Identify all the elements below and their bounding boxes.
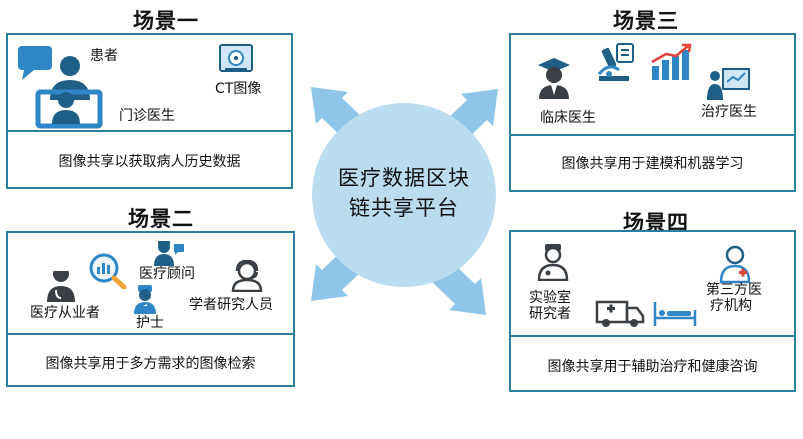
hub-label-line-1: 医疗数据区块 xyxy=(338,166,470,190)
graduate-doctor-icon xyxy=(538,58,570,99)
scene-1-caption: 图像共享以获取病人历史数据 xyxy=(58,154,241,170)
scene-2-divider xyxy=(8,333,293,335)
scene-3-panel: 图像共享用于建模和机器学习 xyxy=(509,33,796,192)
nurse-label: 护士 xyxy=(136,315,164,331)
blockchain-platform-hub xyxy=(312,103,496,287)
scene-3-caption: 图像共享用于建模和机器学习 xyxy=(561,156,744,172)
third-party-institution-label-line-2: 疗机构 xyxy=(710,298,752,314)
practitioner-icon xyxy=(47,266,75,302)
medical-consultant-label: 医疗顾问 xyxy=(139,266,195,282)
consultant-icon xyxy=(154,241,184,266)
scene-3-divider xyxy=(511,134,794,136)
microscope-icon xyxy=(597,43,634,81)
third-party-institution-label-line-1: 第三方医 xyxy=(706,282,762,298)
presenter-board-icon xyxy=(707,68,750,100)
lab-researcher-label-line-2: 研究者 xyxy=(529,306,571,322)
medical-practitioner-label: 医疗从业者 xyxy=(30,305,100,321)
scene-4-caption: 图像共享用于辅助治疗和健康咨询 xyxy=(547,359,758,375)
hub-label: 医疗数据区块 链共享平台 xyxy=(312,163,496,223)
ct-image-label: CT图像 xyxy=(215,81,262,97)
clinical-doctor-label: 临床医生 xyxy=(540,110,596,126)
third-party-institution-label: 第三方医 疗机构 xyxy=(706,282,762,314)
scene-3-title: 场景三 xyxy=(613,9,679,33)
growth-chart-icon xyxy=(651,43,692,80)
patient-label: 患者 xyxy=(90,48,118,64)
lab-researcher-label: 实验室 研究者 xyxy=(529,290,571,322)
lab-researcher-label-line-1: 实验室 xyxy=(529,290,571,306)
lab-researcher-icon xyxy=(537,244,569,281)
outpatient-doctor-label: 门诊医生 xyxy=(119,108,175,124)
hub-label-line-2: 链共享平台 xyxy=(349,196,459,220)
scene-4-divider xyxy=(511,335,794,337)
magnifier-chart-icon xyxy=(89,253,127,290)
scene-2-caption: 图像共享用于多方需求的图像检索 xyxy=(45,356,256,372)
scene-1-title: 场景一 xyxy=(133,9,199,33)
treating-doctor-label: 治疗医生 xyxy=(701,104,757,120)
ct-scan-icon xyxy=(219,44,253,72)
scene-1-divider xyxy=(8,130,291,132)
doctor-patient-chat-icon xyxy=(18,46,103,129)
medical-staff-icon xyxy=(719,245,751,284)
ambulance-icon xyxy=(595,300,645,327)
nurse-icon xyxy=(134,285,156,314)
scholar-researcher-label: 学者研究人员 xyxy=(189,297,273,313)
headset-researcher-icon xyxy=(231,260,263,292)
scene-2-title: 场景二 xyxy=(128,207,194,231)
hospital-bed-icon xyxy=(653,302,697,326)
